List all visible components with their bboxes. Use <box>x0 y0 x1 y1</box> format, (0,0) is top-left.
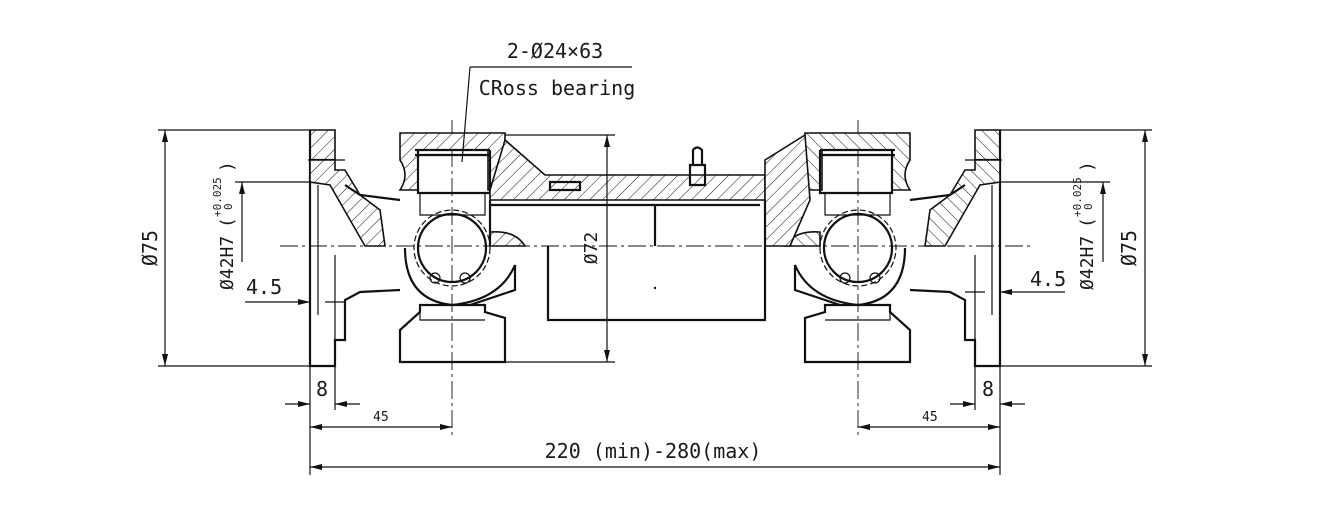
svg-text:(: ( <box>217 217 238 228</box>
right-spigot: 4.5 <box>1030 267 1066 291</box>
left-spigot: 4.5 <box>246 275 282 299</box>
right-flange-diameter: Ø75 <box>1117 230 1141 266</box>
left-joint-offset: 45 <box>373 410 389 425</box>
callout-name: CRoss bearing <box>479 76 636 100</box>
cross-bearing-callout: 2-Ø24×63 CRoss bearing <box>461 39 636 163</box>
telescopic-tube <box>488 133 811 322</box>
left-flange-diameter: Ø75 <box>138 230 162 266</box>
right-bore: Ø42H7 <box>1077 236 1098 290</box>
svg-text:(: ( <box>1077 217 1098 228</box>
svg-text:): ) <box>217 161 238 172</box>
right-joint-offset: 45 <box>922 410 938 425</box>
left-bore-tol-lower: 0 <box>222 203 235 210</box>
left-bore-tol-upper: +0.025 <box>211 177 224 217</box>
tube-diameter-label: Ø72 <box>581 232 602 265</box>
right-bore-tol-upper: +0.025 <box>1071 177 1084 217</box>
right-bore-tol-lower: 0 <box>1082 203 1095 210</box>
right-flange-thickness: 8 <box>982 377 994 401</box>
callout-spec: 2-Ø24×63 <box>507 39 603 63</box>
svg-text:): ) <box>1077 161 1098 172</box>
left-flange-thickness: 8 <box>316 377 328 401</box>
right-universal-joint <box>783 128 1004 368</box>
left-bore: Ø42H7 <box>217 236 238 290</box>
left-universal-joint <box>306 128 527 368</box>
overall-length-label: 220 (min)-280(max) <box>545 439 762 463</box>
left-dimensions: Ø75 Ø42H7 ( +0.025 0 ) 4.5 8 45 <box>138 129 452 475</box>
right-dimensions: Ø75 Ø42H7 ( +0.025 0 ) 4.5 8 45 <box>858 129 1152 475</box>
